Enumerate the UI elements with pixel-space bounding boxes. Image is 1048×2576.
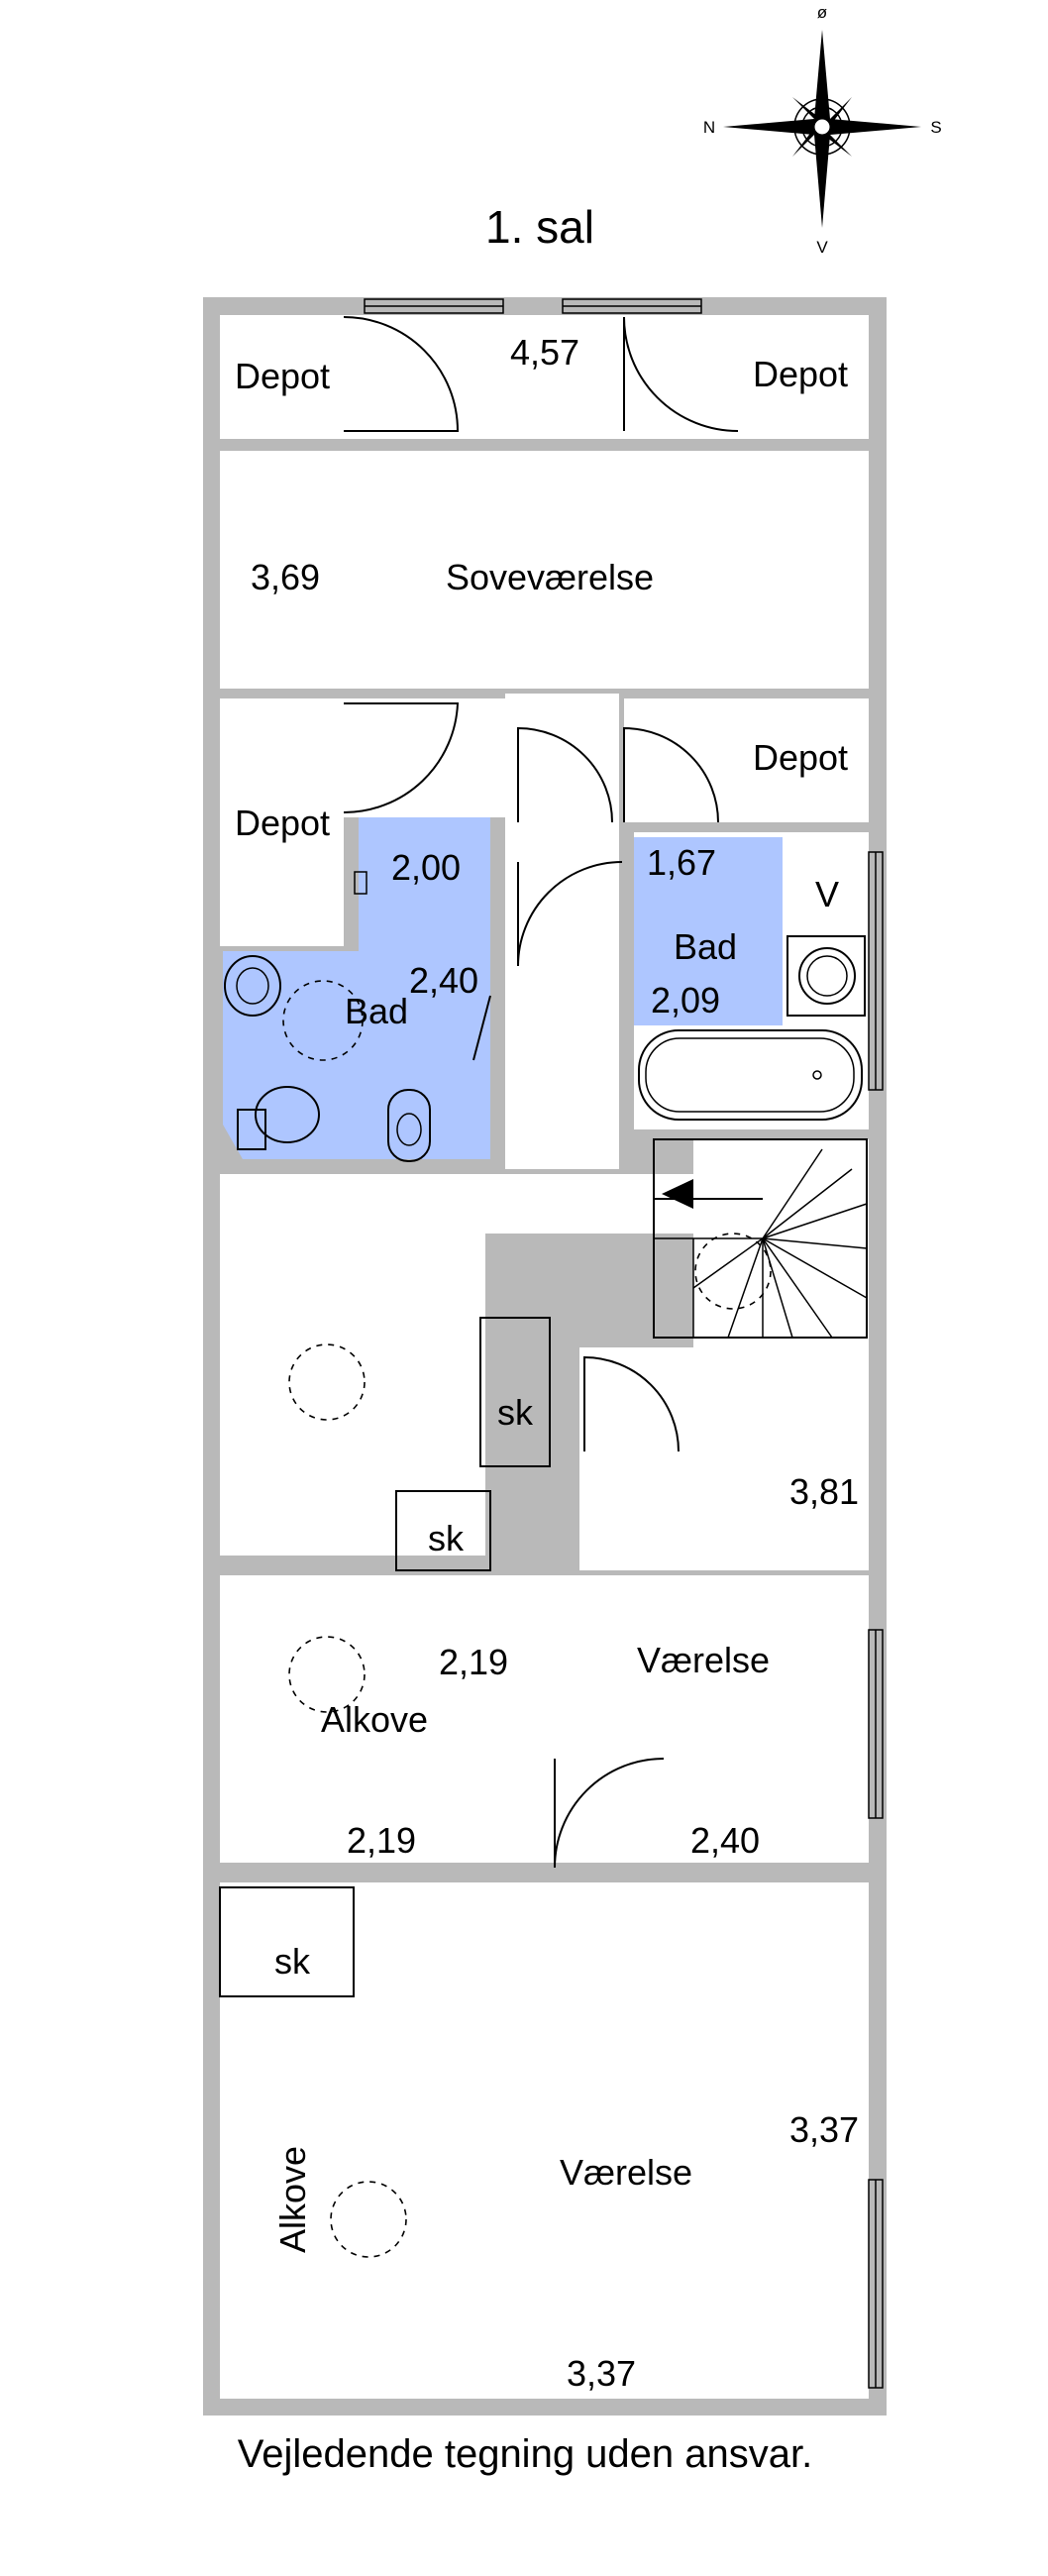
room-label-sk: sk xyxy=(274,1941,311,1982)
floor-title: 1. sal xyxy=(485,201,594,253)
room-label-sovevaerelse: Soveværelse xyxy=(446,557,654,597)
bathroom-left xyxy=(223,817,491,1162)
room-label-depot: Depot xyxy=(235,356,330,396)
compass-rose-icon xyxy=(723,30,921,228)
room-label-bad: Bad xyxy=(345,991,408,1031)
dimension-label: 4,57 xyxy=(510,332,579,373)
skylight-circle xyxy=(288,1636,366,1713)
windows xyxy=(364,298,884,2389)
compass-north-label: ø xyxy=(817,3,827,22)
sk-closet-1 xyxy=(479,1317,551,1467)
dimension-label: 2,40 xyxy=(690,1820,760,1861)
room-label-alkove: Alkove xyxy=(321,1699,428,1740)
dimension-label: 3,37 xyxy=(567,2353,636,2394)
disclaimer-text: Vejledende tegning uden ansvar. xyxy=(238,2432,813,2476)
dimension-label: 3,37 xyxy=(789,2109,859,2150)
room-label-sk: sk xyxy=(497,1392,534,1433)
room-label-sk: sk xyxy=(428,1518,465,1558)
compass-south-label: V xyxy=(816,238,828,257)
dimension-label: 2,19 xyxy=(347,1820,416,1861)
dimension-label: 1,67 xyxy=(647,842,716,883)
dimension-label: 3,69 xyxy=(251,557,320,597)
room-label-depot: Depot xyxy=(235,803,330,843)
sk-closet-2 xyxy=(395,1490,491,1571)
dimension-label: 2,09 xyxy=(651,980,720,1020)
dimension-label: 2,00 xyxy=(391,847,461,888)
compass-east-label: S xyxy=(930,118,941,137)
bathroom-right xyxy=(634,837,884,1121)
skylight-circle xyxy=(288,1343,366,1421)
room-label-vaerelse: Værelse xyxy=(560,2152,692,2193)
doors xyxy=(343,316,739,1869)
dimension-label: 2,19 xyxy=(439,1642,508,1682)
rooms xyxy=(220,315,869,2399)
dimension-label: 3,81 xyxy=(789,1471,859,1512)
room-label-bad: Bad xyxy=(674,926,737,967)
room-label-v: V xyxy=(815,874,839,914)
skylight-circle xyxy=(330,2181,407,2258)
compass-west-label: N xyxy=(703,118,715,137)
dimension-label: 2,40 xyxy=(409,960,478,1001)
room-label-vaerelse: Værelse xyxy=(637,1640,770,1680)
staircase xyxy=(653,1138,868,1339)
room-label-alkove: Alkove xyxy=(272,2146,313,2253)
sk-closet-3 xyxy=(219,1886,355,1997)
room-label-depot: Depot xyxy=(753,737,848,778)
room-label-depot: Depot xyxy=(753,354,848,394)
